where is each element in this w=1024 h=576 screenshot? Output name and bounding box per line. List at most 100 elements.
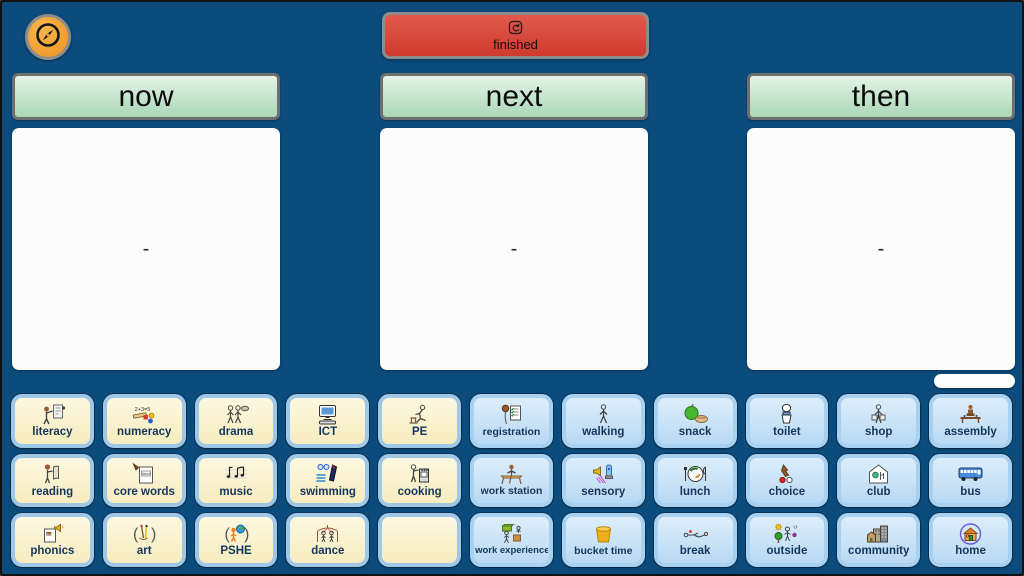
break-icon — [682, 522, 709, 545]
activity-button-snack[interactable]: snack — [653, 394, 737, 448]
shopping-bags-icon — [865, 403, 892, 426]
activity-button-reading[interactable]: reading — [11, 453, 94, 508]
activity-label: shop — [864, 426, 893, 439]
restart-icon — [507, 19, 524, 36]
clubhouse-icon — [865, 463, 892, 486]
activity-button-dance[interactable]: dance — [286, 513, 370, 568]
svg-text:Abcd: Abcd — [46, 533, 52, 536]
activity-button-break[interactable]: break — [653, 513, 737, 568]
activity-label: dance — [311, 545, 345, 558]
activity-label: literacy — [32, 426, 73, 439]
activity-label: PE — [411, 426, 428, 439]
now-card[interactable]: - — [12, 128, 280, 370]
then-card[interactable]: - — [747, 128, 1015, 370]
activity-button-work-experience[interactable]: work experience — [470, 513, 553, 568]
activity-label: registration — [482, 426, 541, 438]
next-card-value: - — [510, 237, 518, 260]
house-icon — [957, 522, 984, 545]
activity-button-bucket-time[interactable]: bucket time — [561, 513, 645, 568]
activity-button-home[interactable]: home — [929, 513, 1012, 568]
activity-button-literacy[interactable]: literacy — [11, 394, 94, 448]
walking-icon — [590, 403, 617, 426]
activity-button-toilet[interactable]: toilet — [745, 394, 829, 448]
activity-button-art[interactable]: ()art — [102, 513, 186, 568]
activity-button-music[interactable]: music — [194, 453, 278, 508]
activity-label: PSHE — [220, 545, 252, 558]
cooker-icon — [406, 463, 433, 486]
assembly-icon — [957, 403, 984, 426]
activity-label: phonics — [30, 545, 75, 558]
next-card[interactable]: - — [380, 128, 648, 370]
next-header: next — [380, 73, 648, 120]
swimmer-icon — [314, 463, 341, 486]
activity-label: assembly — [944, 426, 997, 439]
activity-button-community[interactable]: community — [837, 513, 921, 568]
activity-label: choice — [768, 485, 806, 498]
activity-label: walking — [582, 426, 625, 439]
activity-label: toilet — [773, 426, 801, 439]
dance-icon — [314, 522, 341, 545]
activity-button-outside[interactable]: outside — [745, 513, 829, 568]
activity-label: work experience — [475, 546, 548, 557]
activity-button-lunch[interactable]: lunch — [653, 453, 737, 508]
svg-text:(: ( — [133, 526, 139, 543]
bucket-icon — [590, 523, 617, 546]
activity-label: home — [955, 545, 986, 558]
palette-icon: () — [131, 522, 158, 545]
activity-label: work station — [480, 486, 543, 498]
activity-label: sensory — [581, 485, 626, 498]
reading-icon — [39, 463, 66, 486]
finished-label: finished — [493, 37, 538, 52]
desk-icon — [498, 463, 525, 486]
music-notes-icon — [223, 463, 250, 486]
activity-button-phonics[interactable]: Abcd phonics — [11, 513, 94, 568]
then-header: then — [747, 73, 1015, 120]
activity-label: community — [848, 545, 910, 558]
svg-text:): ) — [151, 526, 156, 543]
activity-label: art — [136, 545, 152, 558]
activity-button-bus[interactable]: bus — [929, 453, 1012, 508]
activity-button-cooking[interactable]: cooking — [378, 453, 462, 508]
abcd-page-icon: Abcd — [131, 463, 158, 486]
finished-button[interactable]: finished — [382, 12, 649, 59]
activity-button-sensory[interactable]: sensory — [561, 453, 645, 508]
activity-button-swimming[interactable]: swimming — [286, 453, 370, 508]
toilet-icon — [773, 403, 800, 426]
activity-button-choice[interactable]: choice — [745, 453, 829, 508]
writing-icon — [39, 403, 66, 426]
plate-cutlery-icon — [682, 463, 709, 486]
activity-label: numeracy — [117, 426, 172, 439]
activity-button-drama[interactable]: drama — [194, 394, 278, 448]
settings-compass-button[interactable] — [25, 14, 71, 60]
activity-button-walking[interactable]: walking — [561, 394, 645, 448]
activity-label: drama — [218, 426, 254, 439]
activity-label: outside — [766, 545, 808, 558]
bus-icon — [957, 463, 984, 486]
scrollbar-thumb[interactable] — [934, 374, 1015, 388]
apple-icon — [682, 403, 709, 426]
activity-label: break — [679, 545, 711, 558]
activity-button-ict[interactable]: ICT — [286, 394, 370, 448]
activity-button-pe[interactable]: PE — [378, 394, 462, 448]
activity-button-blank[interactable] — [378, 513, 462, 568]
activity-button-registration[interactable]: registration — [470, 394, 553, 448]
activity-button-shop[interactable]: shop — [837, 394, 921, 448]
sun-tree-icon — [773, 522, 800, 545]
then-card-value: - — [877, 237, 885, 260]
activity-button-pshe[interactable]: ()PSHE — [194, 513, 278, 568]
register-icon — [498, 404, 525, 427]
activity-button-club[interactable]: club — [837, 453, 921, 508]
activity-button-assembly[interactable]: assembly — [929, 394, 1012, 448]
maths-icon: 2+3=5 — [131, 403, 158, 426]
activity-label: bus — [960, 485, 981, 498]
phonics-icon: Abcd — [39, 522, 66, 545]
now-header: now — [12, 73, 280, 120]
now-card-value: - — [142, 237, 150, 260]
activity-button-work-station[interactable]: work station — [470, 453, 553, 508]
sensory-icon — [590, 463, 617, 486]
